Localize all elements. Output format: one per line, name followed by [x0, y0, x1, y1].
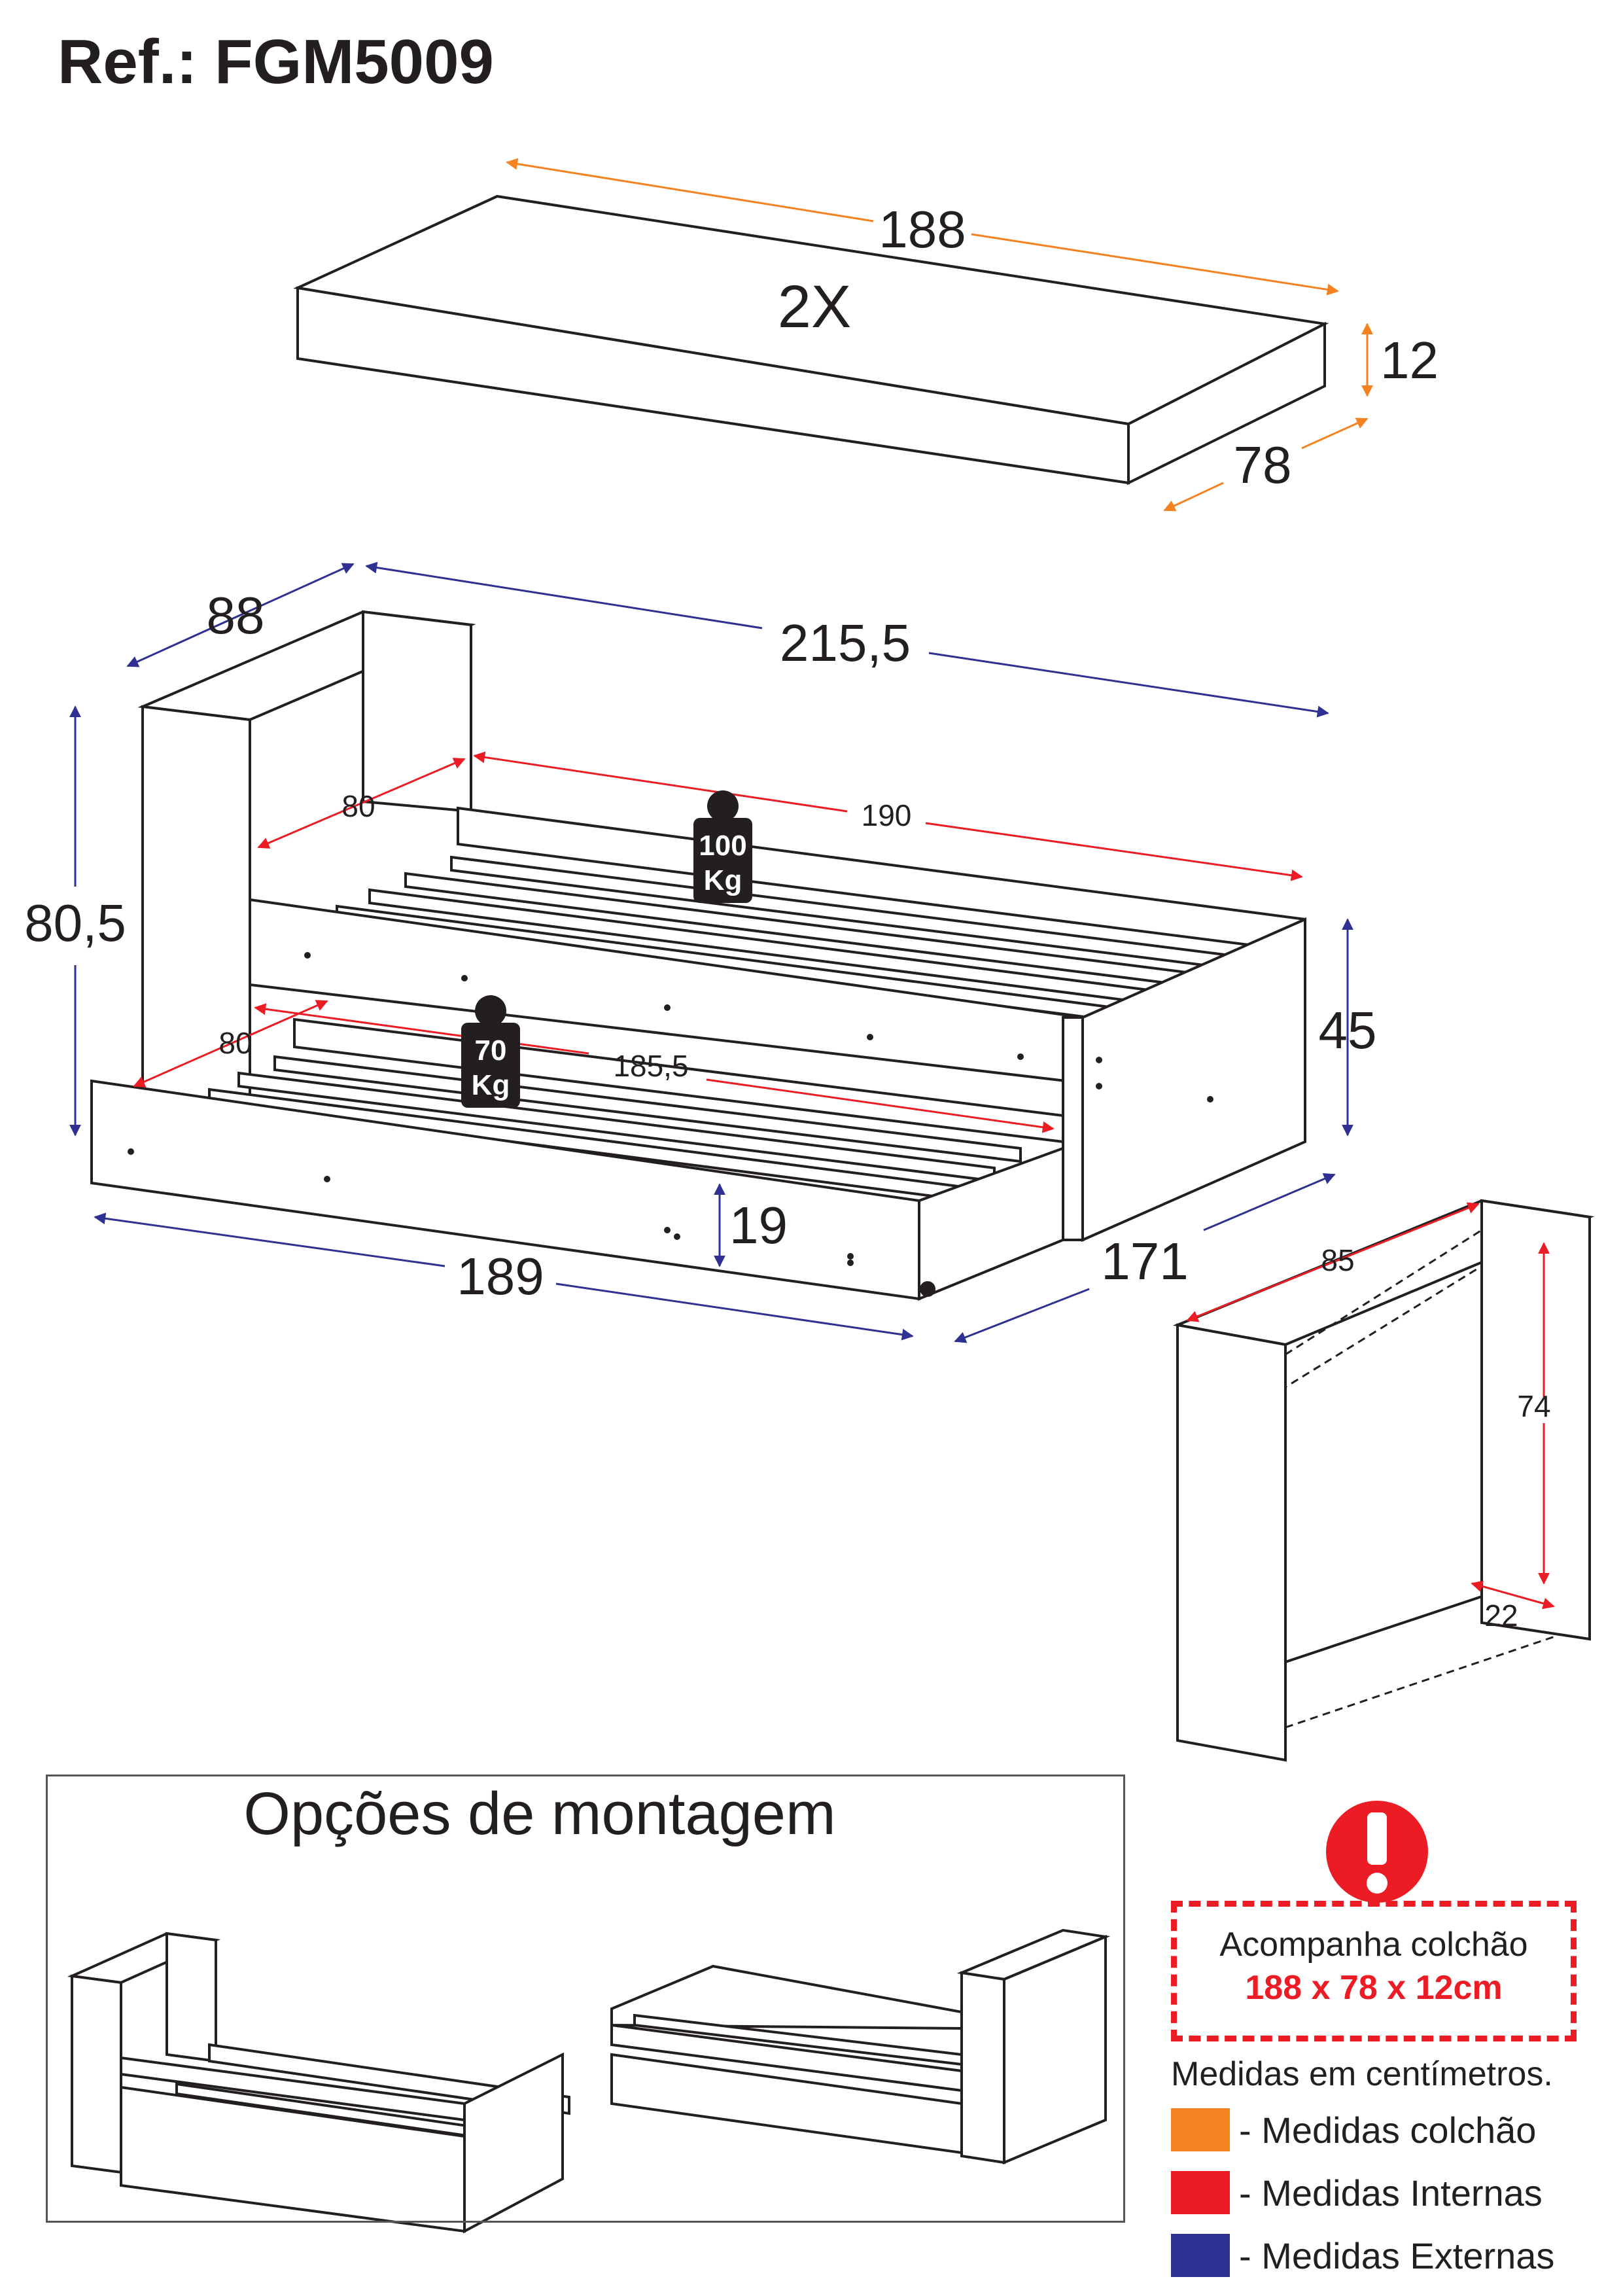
legend-swatch-orange — [1171, 2108, 1230, 2151]
assembly-option-left — [67, 1932, 570, 2234]
trundle-wheel — [920, 1281, 935, 1297]
bed-inner-length-label: 190 — [862, 798, 912, 832]
units-note: Medidas em centímetros. — [1171, 2055, 1553, 2093]
weight-top-value: 100 — [699, 830, 746, 862]
trundle-inner-length-label: 185,5 — [613, 1049, 688, 1083]
notice-line1: Acompanha colchão — [1219, 1926, 1528, 1964]
bed-hardware-dots — [128, 952, 1213, 1266]
bed-height-label: 80,5 — [24, 894, 126, 952]
notice-line2: 188 x 78 x 12cm — [1245, 1969, 1503, 2007]
trundle-height-label: 19 — [729, 1196, 788, 1254]
mattress-notice: Acompanha colchão 188 x 78 x 12cm — [1171, 1901, 1577, 2041]
weight-top-unit: Kg — [704, 864, 742, 896]
weight-icon-bottom: 70 Kg — [461, 995, 520, 1108]
weight-bottom-value: 70 — [475, 1034, 507, 1067]
bed-side-height-label: 45 — [1319, 1001, 1377, 1059]
legend-label: - Medidas Externas — [1239, 2234, 1555, 2276]
legend-item-external: - Medidas Externas — [1171, 2233, 1554, 2278]
headboard-depth-label: 22 — [1484, 1598, 1518, 1633]
legend-label: - Medidas colchão — [1239, 2109, 1537, 2151]
legend-label: - Medidas Internas — [1239, 2172, 1543, 2214]
trundle-depth-label: 171 — [1101, 1232, 1188, 1290]
legend-item-mattress: - Medidas colchão — [1171, 2107, 1536, 2153]
trundle-inner-width-label: 80 — [218, 1026, 252, 1060]
mattress-count: 2X — [778, 274, 852, 340]
bed-inner-width-label: 80 — [341, 789, 375, 823]
weight-bottom-unit: Kg — [472, 1069, 510, 1101]
headboard-drawing — [1172, 1199, 1595, 1762]
assembly-options-title: Opções de montagem — [243, 1780, 836, 1847]
legend-swatch-red — [1171, 2171, 1230, 2214]
bed-drawing — [90, 610, 1306, 1301]
assembly-option-right — [610, 1928, 1111, 2165]
legend-item-internal: - Medidas Internas — [1171, 2170, 1543, 2216]
weight-icon-top: 100 Kg — [693, 790, 752, 903]
legend-swatch-blue — [1171, 2234, 1230, 2277]
mattress-length-label: 188 — [879, 200, 966, 258]
headboard-width-label: 85 — [1321, 1243, 1354, 1277]
headboard-height-label: 74 — [1517, 1389, 1550, 1423]
mattress-height-label: 12 — [1380, 331, 1439, 389]
mattress-depth-label: 78 — [1234, 436, 1292, 494]
page-title: Ref.: FGM5009 — [58, 27, 494, 97]
mattress-drawing — [293, 194, 1329, 486]
bed-depth-label: 88 — [207, 586, 265, 645]
assembly-options-panel — [46, 1775, 1125, 2223]
warning-icon — [1326, 1801, 1428, 1903]
bed-length-label: 215,5 — [780, 614, 911, 672]
trundle-length-label: 189 — [457, 1247, 544, 1305]
